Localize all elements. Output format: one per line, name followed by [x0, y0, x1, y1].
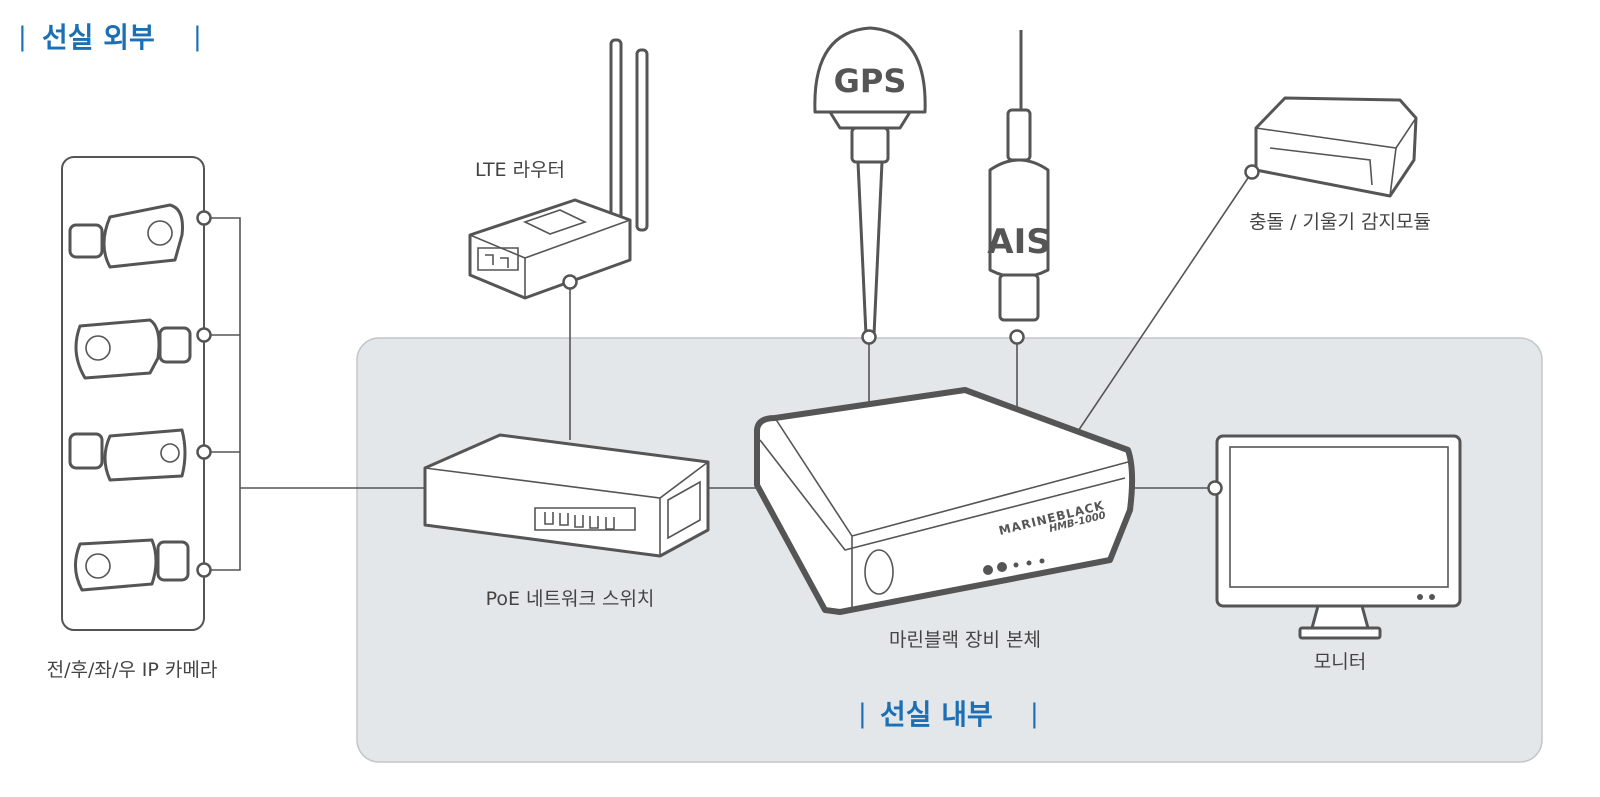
gps-antenna: GPS: [813, 26, 927, 337]
lte-router: [468, 38, 649, 300]
poe-switch: [423, 433, 710, 558]
monitor-label: 모니터: [1314, 651, 1366, 673]
camera-icon: [68, 203, 184, 269]
svg-text:|: |: [18, 22, 27, 52]
monitor: [1215, 434, 1462, 640]
inside-title: | 선실 내부 |: [858, 698, 1039, 731]
switch-label: PoE 네트워크 스위치: [486, 588, 655, 610]
svg-text:AIS: AIS: [987, 222, 1050, 262]
camera-icon: [74, 538, 190, 592]
svg-text:|: |: [858, 699, 867, 729]
outside-title: | 선실 외부 |: [18, 21, 202, 54]
svg-text:GPS: GPS: [834, 62, 907, 100]
connection-nodes: [196, 164, 1260, 578]
svg-text:|: |: [1030, 699, 1039, 729]
camera-icon: [74, 318, 192, 380]
marineblack-main-unit: MARINEBLACK HMB-1000: [754, 387, 1136, 615]
svg-text:선실 외부: 선실 외부: [42, 21, 155, 54]
wires: [204, 171, 1253, 571]
sensor-label: 충돌 / 기울기 감지모듈: [1249, 211, 1431, 233]
camera-icon: [68, 428, 187, 482]
router-label: LTE 라우터: [475, 159, 565, 181]
svg-text:선실 내부: 선실 내부: [880, 698, 993, 731]
collision-tilt-sensor: [1254, 96, 1418, 198]
ip-cameras: [61, 156, 205, 631]
cameras-label: 전/후/좌/우 IP 카메라: [47, 659, 218, 681]
main-unit-label: 마린블랙 장비 본체: [889, 629, 1041, 651]
svg-text:|: |: [193, 22, 202, 52]
ais-antenna: AIS: [987, 30, 1051, 322]
